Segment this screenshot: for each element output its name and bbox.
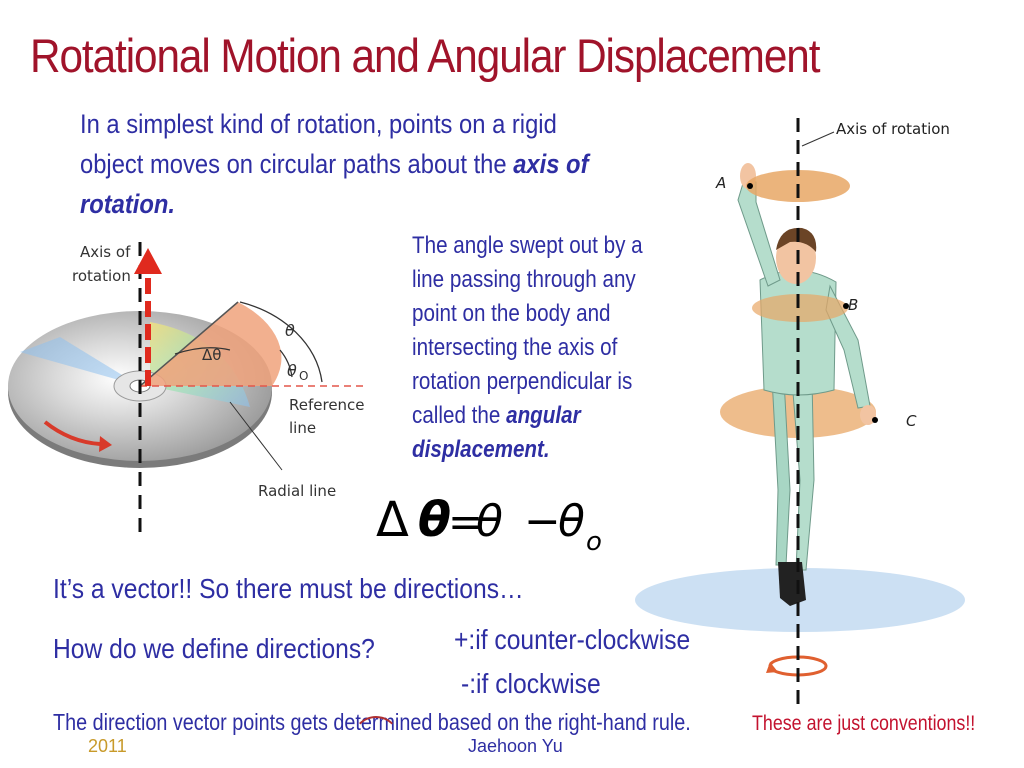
cw-line: -:if clockwise [461,668,601,699]
cd-reflection-blue [20,337,140,386]
skates [778,562,806,606]
rotation-arrow [43,420,101,446]
swept-sector [140,302,282,386]
axis-label-2: rotation [72,267,131,285]
right-leg [791,377,815,571]
theta-arc [239,301,323,383]
eq-theta: θ [476,496,503,547]
radial-line [139,301,239,387]
hair [776,227,817,252]
delta-theta-label: Δθ [202,346,221,364]
footer-year: 2011 [88,736,127,756]
slide-title: Rotational Motion and Angular Displaceme… [30,29,820,82]
disk-b [752,294,848,322]
point-b-label: B [848,296,858,314]
axis-pointer [801,131,835,147]
point-c-dot [872,417,878,423]
delta-theta-arc [174,347,231,355]
torso [759,270,837,396]
radial-label: Radial line [258,482,336,500]
reference-label-1: Reference [289,396,365,414]
head [776,232,816,284]
angular-vector-head [134,248,162,274]
radial-pointer [229,401,283,471]
eq-equals: = [448,497,483,546]
reference-label-2: line [289,419,316,437]
directions-question: How do we define directions? [53,633,375,664]
skater-axis-label: Axis of rotation [836,120,950,138]
intro-text-bold: axis of rotation. [80,149,589,219]
desc-bold: angular displacement. [412,402,581,463]
angular-displacement-text: The angle swept out by a line passing th… [412,229,670,467]
footer-author: Jaehoon Yu [468,736,563,756]
desc-plain: The angle swept out by a line passing th… [412,232,643,429]
theta0-subscript: O [299,369,308,383]
eq-theta-o: θ [558,496,585,547]
angular-displacement-equation: Δ θ = θ − θ o [376,492,602,557]
skater-figure: A B C Axis of rotation [635,118,965,708]
vector-line: It’s a vector!! So there must be directi… [53,573,524,604]
footer-seal-icon [352,716,400,764]
eq-theta-lhs: θ [418,492,451,548]
cd-rotation-figure: Axis of rotation θ Δθ θ O Reference line… [8,242,365,532]
ice-rotation-arrowhead [766,662,778,673]
theta0-label: θ [287,361,297,380]
point-a-dot [747,183,753,189]
eq-minus: − [524,496,561,547]
point-a-label: A [715,174,726,192]
intro-text: In a simplest kind of rotation, points o… [80,104,608,224]
ccw-line: +:if counter-clockwise [454,624,691,655]
rotation-arrowhead [99,436,112,452]
conventions-note: These are just conventions!! [752,712,976,735]
intro-text-plain: In a simplest kind of rotation, points o… [80,109,557,179]
point-c-label: C [906,412,917,430]
axis-label-1: Axis of [80,243,131,261]
eq-delta: Δ [376,492,409,548]
theta-label: θ [285,321,295,340]
point-b-dot [843,303,849,309]
theta0-arc [279,349,293,378]
eq-subscript-o: o [586,527,602,557]
